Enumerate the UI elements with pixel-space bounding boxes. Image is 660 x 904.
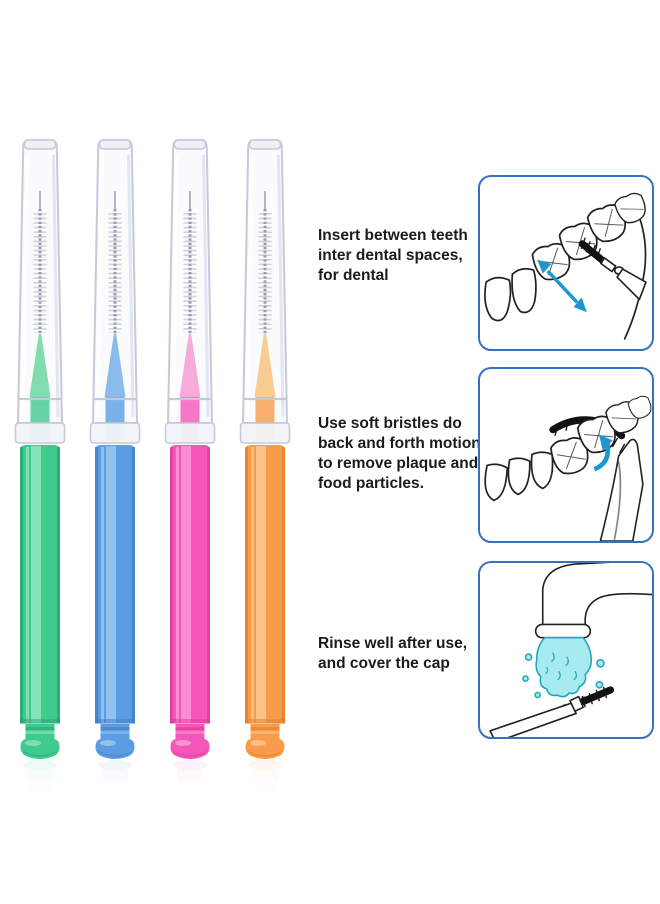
brush-tip <box>254 334 276 423</box>
brush-end-cap <box>95 719 135 759</box>
brush-tip <box>29 334 51 423</box>
rotation-arrow-icon <box>593 434 613 472</box>
interdental-brush-green <box>0 133 85 798</box>
rinse-illustration <box>489 563 652 737</box>
text-line: Use soft bristles do <box>318 415 462 432</box>
brush-handle <box>170 445 210 723</box>
brush-end-cap <box>170 719 210 759</box>
teeth-drawing <box>484 192 646 322</box>
brush-drawing <box>164 139 216 795</box>
illustration-panel-rinse <box>478 561 654 739</box>
cap-rim <box>14 422 66 444</box>
brush-handle <box>95 445 135 723</box>
brush-grip <box>616 268 647 301</box>
brush-grip <box>489 702 577 737</box>
brush-handle <box>20 445 60 723</box>
text-line: for dental <box>318 267 389 284</box>
text-line: back and forth motion <box>318 435 481 452</box>
text-line: to remove plaque and <box>318 455 479 472</box>
text-line: food particles. <box>318 475 424 492</box>
text-line: Rinse well after use, <box>318 635 468 652</box>
brush-tip <box>179 334 201 423</box>
cap-rim <box>164 422 216 444</box>
instruction-text-3: Rinse well after use, and cover the cap <box>318 634 483 674</box>
reflection-fade <box>0 760 330 820</box>
text-line: inter dental spaces, <box>318 247 463 264</box>
motion-arrow-icon <box>537 259 587 313</box>
brush-end-cap <box>20 719 60 759</box>
motion-illustration <box>484 395 652 541</box>
interdental-brush-pink <box>145 133 235 798</box>
interdental-brush-icon <box>489 686 615 737</box>
illustration-panel-insert <box>478 175 654 351</box>
insert-illustration <box>484 192 647 340</box>
brush-handle <box>245 445 285 723</box>
faucet-icon <box>534 563 652 639</box>
interdental-brush-orange <box>220 133 310 798</box>
brush-end-cap <box>245 719 285 759</box>
illustration-panel-motion <box>478 367 654 543</box>
cap-rim <box>239 422 291 444</box>
instruction-text-1: Insert between teeth inter dental spaces… <box>318 226 483 286</box>
brush-neck <box>600 257 617 273</box>
instruction-text-2: Use soft bristles do back and forth moti… <box>318 414 483 494</box>
text-line: and cover the cap <box>318 655 450 672</box>
text-line: Insert between teeth <box>318 227 468 244</box>
hand-with-brush <box>599 438 644 541</box>
brush-drawing <box>14 139 66 795</box>
interdental-brush-icon <box>578 237 647 301</box>
brush-tip <box>104 334 126 423</box>
cap-rim <box>89 422 141 444</box>
brush-drawing <box>239 139 291 795</box>
